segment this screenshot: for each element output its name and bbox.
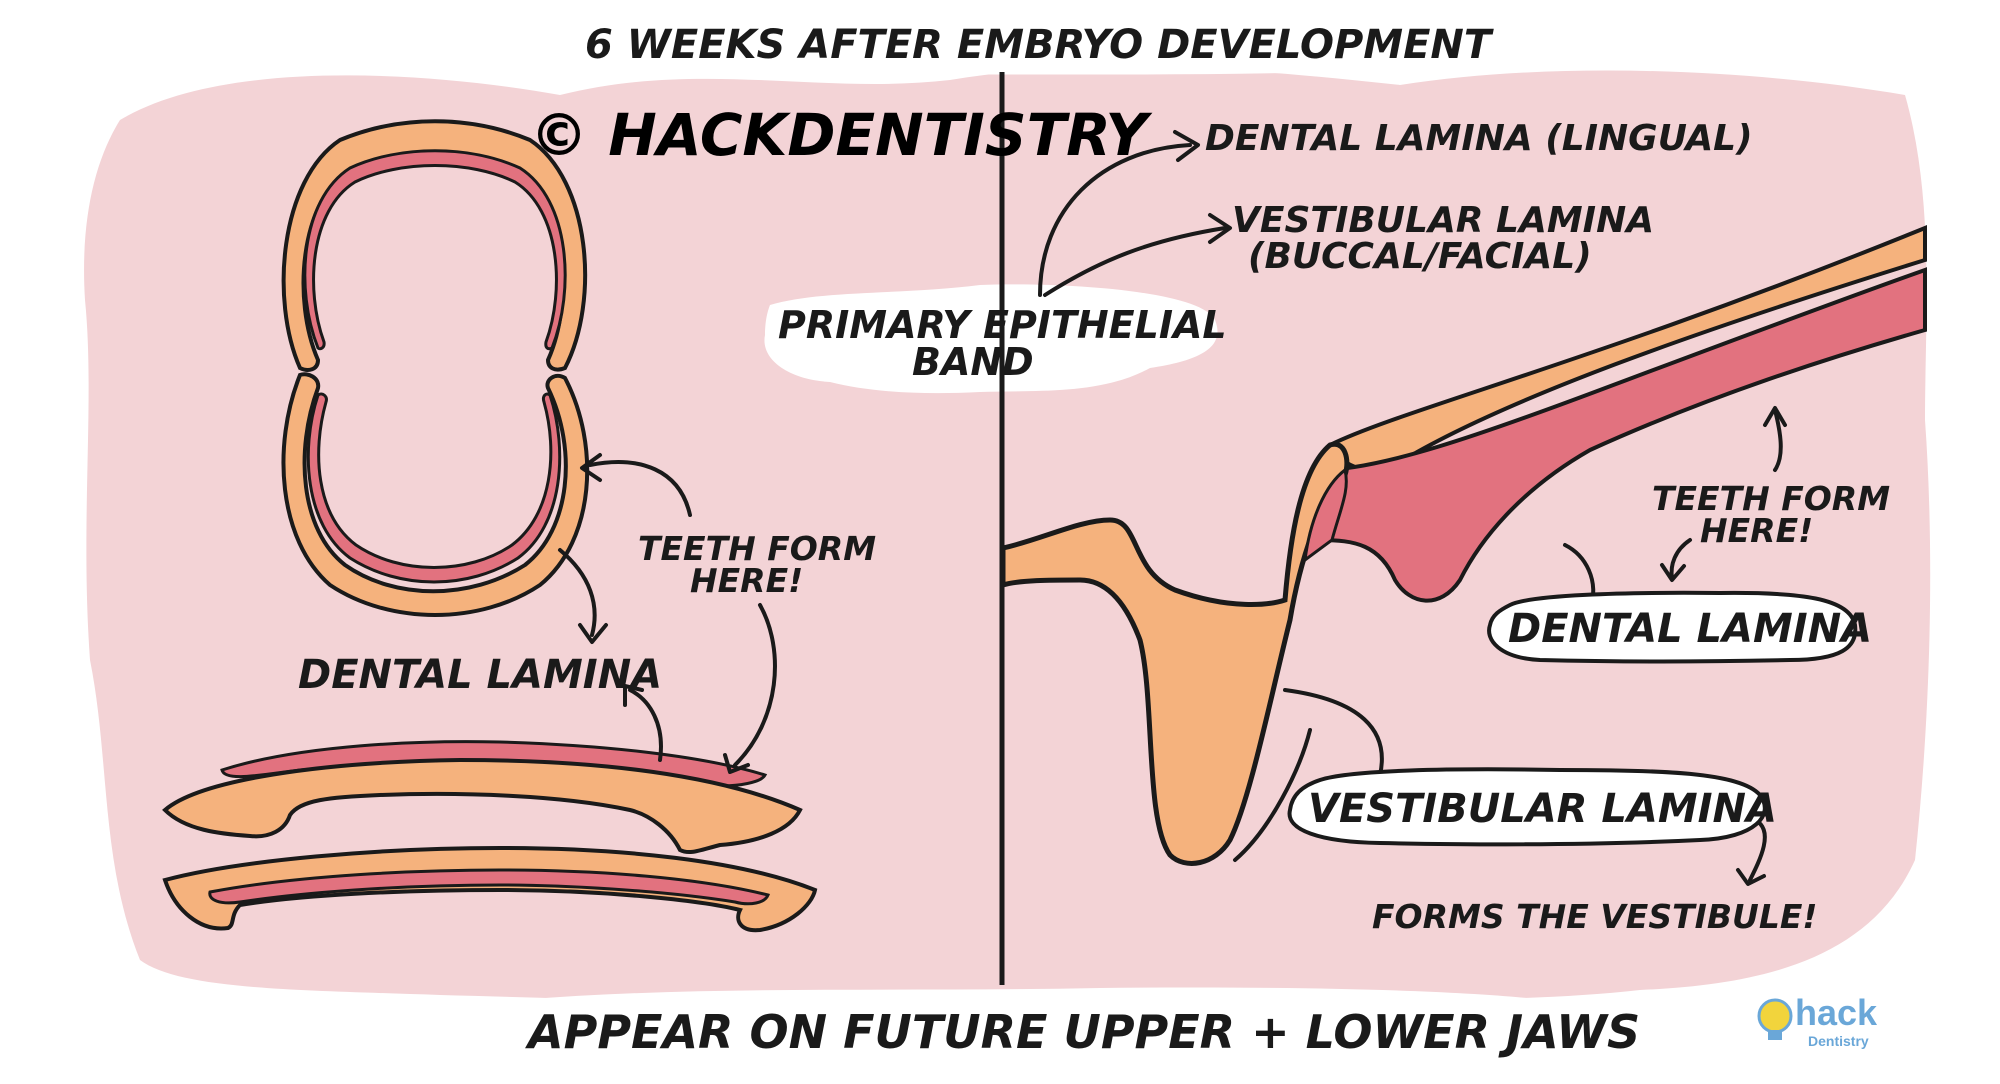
watermark-text: © HACKDENTISTRY	[530, 101, 1152, 169]
forms-vestibule-label: FORMS THE VESTIBULE!	[1372, 897, 1817, 936]
footer-caption: APPEAR ON FUTURE UPPER + LOWER JAWS	[525, 1005, 1640, 1059]
right-teeth-form-line2: HERE!	[1700, 511, 1813, 550]
page-title: 6 WEEKS AFTER EMBRYO DEVELOPMENT	[585, 22, 1494, 68]
logo-word: hack	[1795, 992, 1878, 1033]
logo-sub: Dentistry	[1808, 1033, 1869, 1049]
lightbulb-icon	[1759, 1000, 1791, 1032]
vestibular-lamina-line1: VESTIBULAR LAMINA	[1232, 200, 1654, 241]
primary-band-line2: BAND	[912, 340, 1034, 384]
hackdentistry-logo: hack Dentistry	[1759, 992, 1878, 1049]
dental-lamina-box-label: DENTAL LAMINA	[1508, 606, 1872, 652]
vestibular-lamina-box-label: VESTIBULAR LAMINA	[1308, 786, 1777, 832]
left-dental-lamina-label: DENTAL LAMINA	[298, 652, 662, 698]
dental-lamina-lingual-label: DENTAL LAMINA (LINGUAL)	[1205, 118, 1753, 159]
vestibular-lamina-line2: (BUCCAL/FACIAL)	[1248, 236, 1592, 277]
left-teeth-form-line2: HERE!	[690, 561, 803, 600]
